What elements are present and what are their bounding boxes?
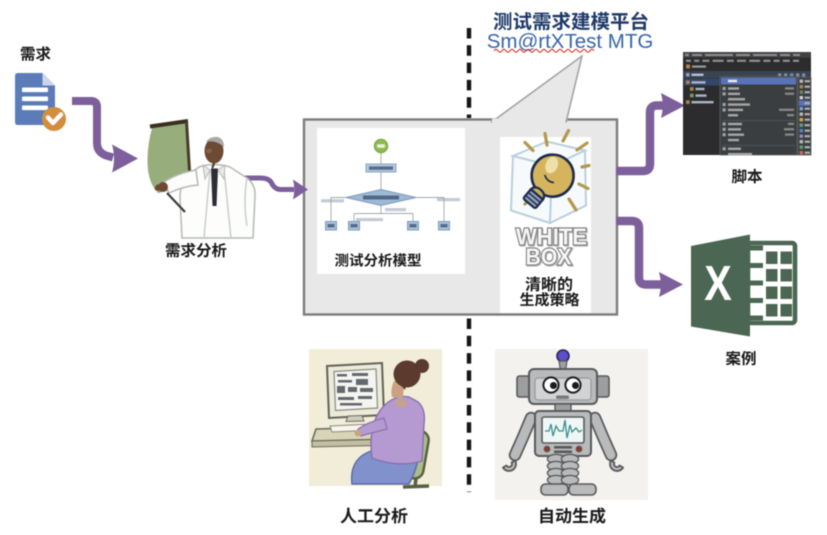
svg-text:BOX: BOX bbox=[527, 245, 574, 271]
svg-text:WHITE: WHITE bbox=[517, 225, 588, 251]
svg-text:WHITE: WHITE bbox=[516, 224, 587, 250]
svg-text:BOX: BOX bbox=[526, 244, 573, 270]
svg-text:Sm@rtXTest MTG: Sm@rtXTest MTG bbox=[487, 30, 654, 53]
